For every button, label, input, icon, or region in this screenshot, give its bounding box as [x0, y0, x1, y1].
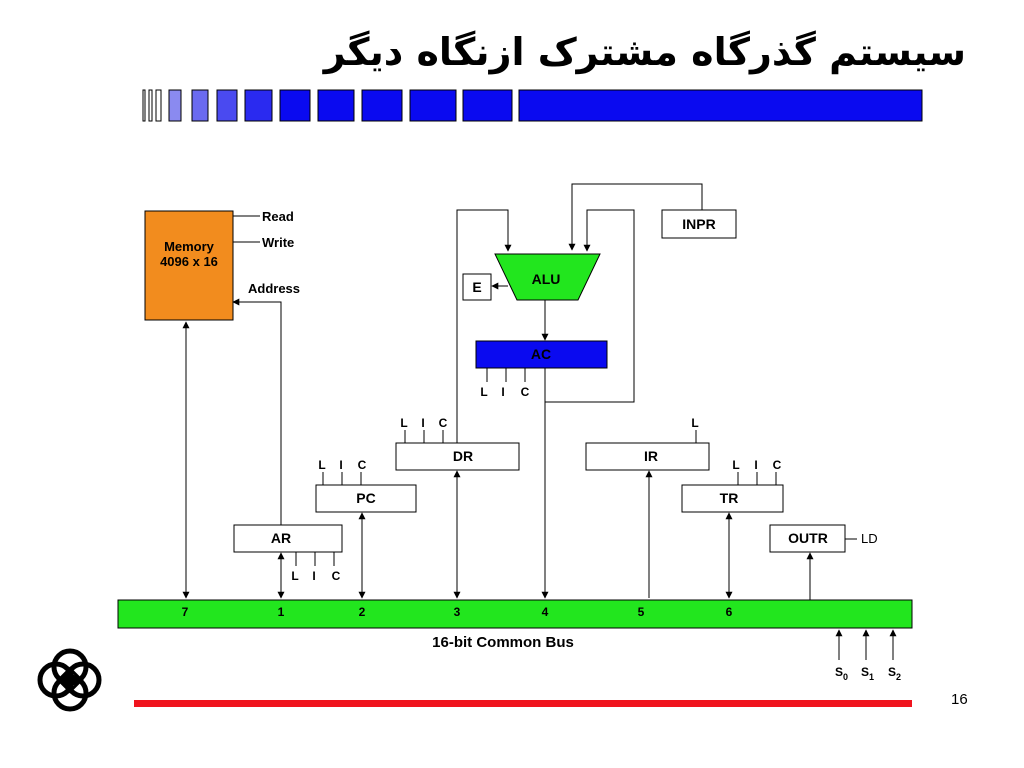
svg-text:L: L	[480, 385, 487, 399]
header-decoration	[142, 89, 923, 122]
svg-text:7: 7	[182, 605, 189, 619]
svg-text:C: C	[773, 458, 782, 472]
svg-text:4: 4	[542, 605, 549, 619]
svg-text:L: L	[400, 416, 407, 430]
memory-block: Memory 4096 x 16 Read Write Address	[144, 209, 300, 321]
svg-text:5: 5	[638, 605, 645, 619]
svg-text:L: L	[318, 458, 325, 472]
read-label: Read	[262, 209, 294, 224]
ac-register	[475, 340, 608, 369]
svg-text:L: L	[291, 569, 298, 583]
memory-label: Memory	[164, 239, 215, 254]
alu-label: ALU	[532, 271, 561, 287]
tr-register	[681, 484, 784, 513]
memory-size-label: 4096 x 16	[160, 254, 218, 269]
tr-controls: L I C	[732, 458, 782, 485]
e-flipflop	[462, 273, 492, 301]
svg-text:L: L	[732, 458, 739, 472]
slide-title: سیستم گذرگاه مشترک ازنگاه دیگر	[323, 30, 966, 74]
university-logo-icon	[37, 648, 102, 712]
svg-text:I: I	[339, 458, 342, 472]
outr-register	[769, 524, 846, 553]
svg-text:S2: S2	[888, 665, 901, 682]
ar-register	[233, 524, 343, 553]
svg-text:I: I	[754, 458, 757, 472]
dr-register	[395, 442, 520, 471]
svg-text:C: C	[332, 569, 341, 583]
e-label: E	[472, 279, 481, 295]
inpr-register	[661, 209, 737, 239]
svg-text:C: C	[521, 385, 530, 399]
svg-text:C: C	[439, 416, 448, 430]
ac-to-alu-line	[545, 209, 635, 403]
pc-register	[315, 484, 417, 513]
ar-label: AR	[271, 530, 291, 546]
dr-controls: L I C	[400, 416, 448, 443]
svg-text:I: I	[501, 385, 504, 399]
ir-label: IR	[644, 448, 658, 464]
bus-numbers: 7 1 2 3 4 5 6	[182, 605, 733, 619]
address-line	[232, 298, 282, 525]
dr-to-alu-line	[456, 209, 512, 443]
svg-text:3: 3	[454, 605, 461, 619]
page-number: 16	[951, 691, 968, 708]
ir-register	[585, 442, 710, 471]
write-label: Write	[262, 235, 294, 250]
footer-line	[134, 700, 912, 707]
svg-text:1: 1	[278, 605, 285, 619]
svg-text:6: 6	[726, 605, 733, 619]
tr-label: TR	[720, 490, 739, 506]
bus-label: 16-bit Common Bus	[432, 634, 574, 651]
ac-controls: L I C	[480, 368, 530, 399]
inpr-label: INPR	[682, 216, 715, 232]
outr-label: OUTR	[788, 530, 828, 546]
inpr-to-alu-line	[568, 183, 703, 251]
svg-text:I: I	[421, 416, 424, 430]
address-label: Address	[248, 281, 300, 296]
svg-text:S0: S0	[835, 665, 848, 682]
svg-text:C: C	[358, 458, 367, 472]
pc-label: PC	[356, 490, 375, 506]
common-bus	[117, 599, 913, 629]
select-lines: S0 S1 S2	[835, 629, 901, 682]
dr-label: DR	[453, 448, 473, 464]
svg-text:I: I	[312, 569, 315, 583]
outr-ld-label: LD	[861, 531, 878, 546]
alu-unit	[494, 253, 601, 301]
pc-controls: L I C	[318, 458, 367, 485]
ar-controls: L I C	[291, 552, 341, 583]
svg-text:S1: S1	[861, 665, 874, 682]
ir-control-label: L	[691, 416, 698, 430]
ac-label: AC	[531, 346, 551, 362]
svg-text:2: 2	[359, 605, 366, 619]
